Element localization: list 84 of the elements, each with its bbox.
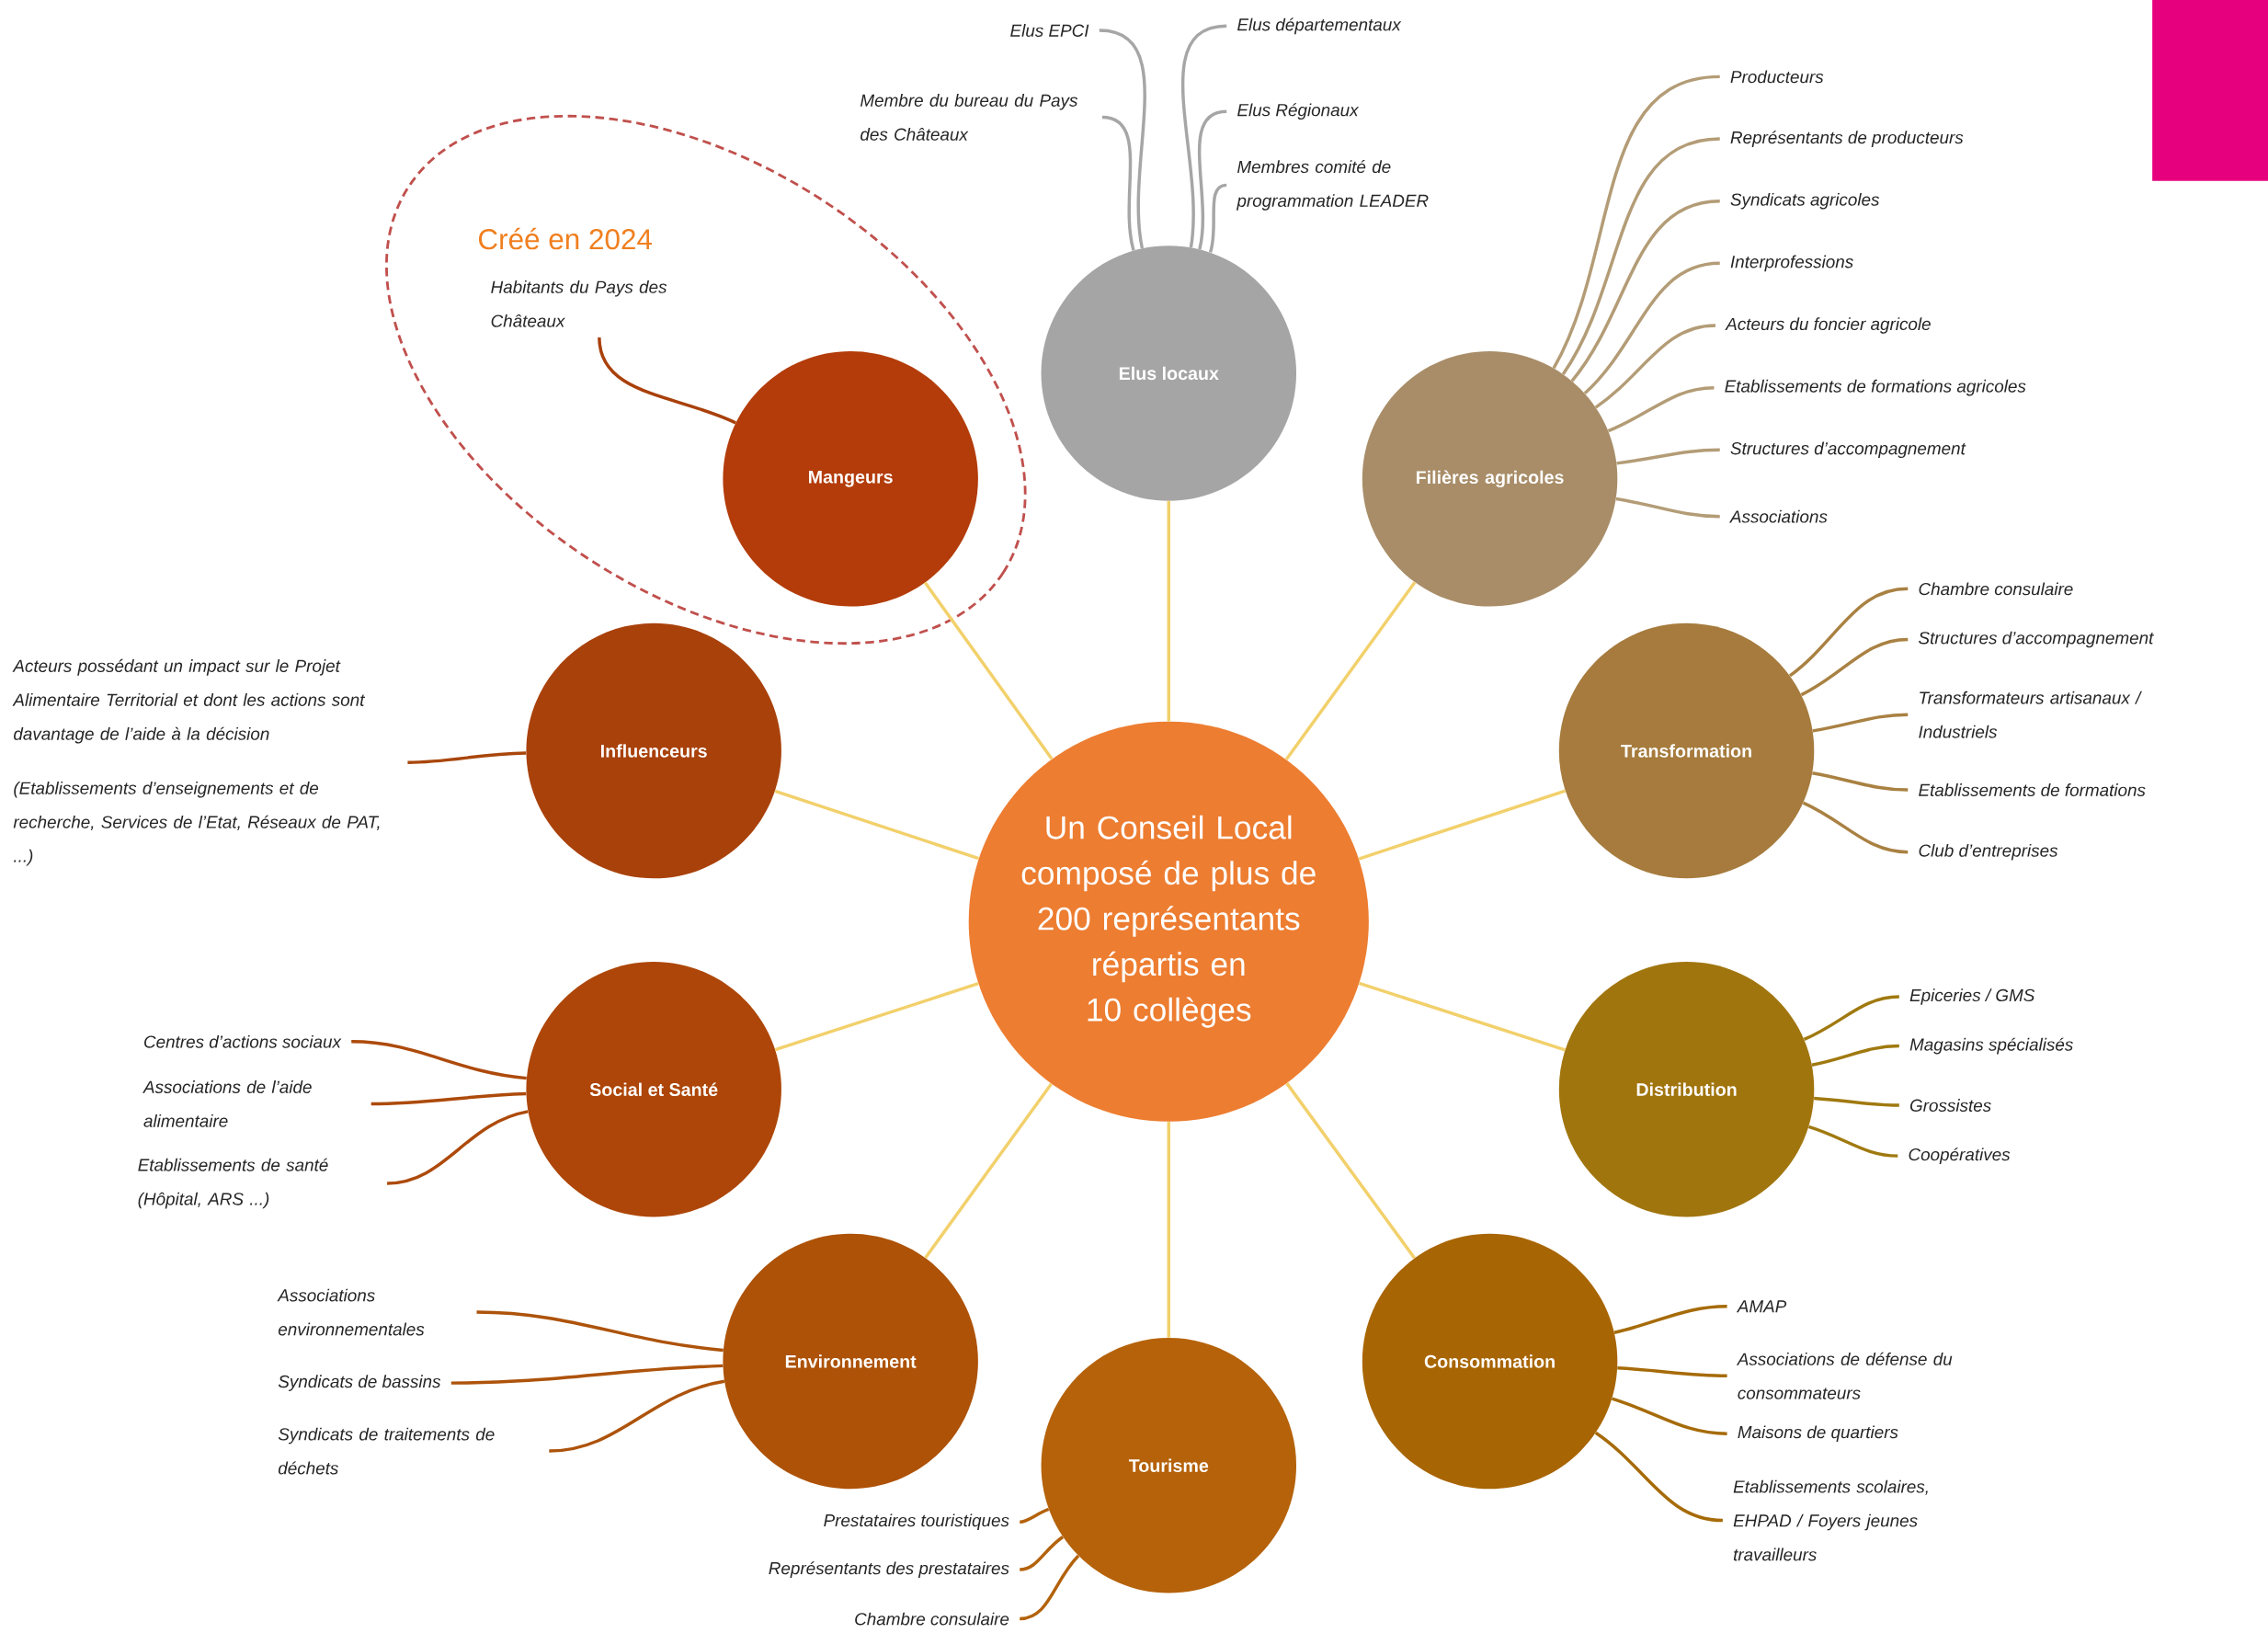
branch-label: Maisons de quartiers [1738,1425,1898,1442]
branch-line [1812,713,1909,733]
branch-label: Coopératives [1909,1148,2011,1164]
branch-label: Structures d’accompagnement [1919,631,2154,648]
branch-line [1807,1125,1898,1158]
branch-line [1611,1397,1727,1435]
branch-line [1788,587,1909,678]
branch-line [1812,771,1909,792]
branch-line [1613,1304,1727,1334]
spoke-line [924,1082,1053,1259]
branch-line [1101,115,1135,251]
branch-label: Associations environnementales [277,1288,425,1336]
branch-line [407,751,527,764]
branch-line [476,1310,724,1352]
branch-label: Interprofessions [1730,255,1853,271]
branch-line [1570,199,1720,383]
spoke-line [774,981,979,1052]
spoke-line [1167,1121,1170,1338]
branch-line [1615,497,1720,519]
branch-line [1594,1431,1723,1523]
branch-label: Etablissements de formations [1919,783,2146,796]
branch-line [549,1379,725,1453]
branch-line [1814,1096,1899,1107]
branch-label: Elus départementaux [1237,17,1402,35]
spoke-line [1358,789,1567,861]
branch-line [386,1110,529,1185]
spoke-line [774,789,980,861]
branch-line [1617,1365,1727,1377]
branch-line [1800,637,1909,697]
branch-line [1099,29,1146,249]
branch-label: Prestataires touristiques [824,1513,1009,1530]
branch-label: Epiceries / GMS [1909,988,2035,1005]
branch-label: Syndicats de bassins [278,1375,441,1391]
branch-line [351,1039,527,1080]
branch-line [1802,801,1909,854]
branch-label: AMAP [1736,1300,1787,1313]
branch-line [370,1091,527,1106]
branch-label: Magasins spécialisés [1909,1037,2073,1055]
branch-line [450,1364,724,1385]
branch-label: Club d’entreprises [1919,843,2058,861]
branch-line [1616,448,1720,465]
spoke-line [1284,581,1417,760]
branch-line [1583,261,1720,394]
branch-label: Structures d’accompagnement [1730,441,1966,458]
branch-label: Elus EPCI [1010,23,1089,37]
spoke-line [1358,981,1566,1052]
branch-line [1811,1044,1899,1067]
branch-label: Etablissements scolaires, EHPAD / Foyers jeunes travailleurs [1733,1479,1928,1561]
branch-line [1020,1554,1080,1621]
branch-label: Habitants du Pays des Châteaux [491,280,667,327]
branch-line [1552,74,1720,370]
spoke-line [1285,1081,1417,1260]
branch-line [1208,183,1227,253]
branch-label: Membre du bureau du Pays des Châteaux [860,93,1078,141]
branch-line [1803,995,1899,1041]
branch-label: Membres comité de programmation LEADER [1236,159,1429,211]
branch-line [1607,385,1715,433]
spoke-line [923,581,1054,760]
branch-label: Etablissements de santé (Hôpital, ARS ...) [138,1158,328,1209]
branch-line [1561,137,1720,375]
branch-label: Associations [1729,509,1828,523]
branch-label: Acteurs du foncier agricole [1725,317,1931,334]
branch-line [1197,109,1227,250]
branch-label: Syndicats agricoles [1730,192,1880,210]
branch-label: Acteurs possédant un impact sur le Projet Alimentaire Territorial et dont les actions sont davantage de l’aide à la décision (Etablissements d’enseignements et de recherche, Services de l’Etat, Réseaux de PAT, ...) [12,658,380,866]
branch-line [1594,324,1716,409]
branch-label: Associations de défense du consommateurs [1736,1352,1953,1399]
branch-label: Chambre consulaire [855,1612,1009,1626]
branch-line [598,337,736,425]
branch-label: Représentants de producteurs [1730,131,1964,147]
branch-label: Syndicats de traitements de déchets [278,1427,495,1475]
branch-label: Elus Régionaux [1237,103,1360,120]
branch-label: Centres d’actions sociaux [144,1034,342,1048]
branch-line [1180,24,1227,248]
branch-label: Producteurs [1730,70,1824,84]
branch-label: Associations de l’aide alimentaire [142,1079,312,1127]
branch-line [1020,1507,1050,1524]
branch-label: Représentants des prestataires [769,1561,1009,1578]
branch-label: Transformateurs artisanaux / Industriels [1919,691,2142,738]
branch-line [1020,1535,1065,1571]
spoke-line [1167,500,1170,722]
branch-label: Grossistes [1909,1099,1991,1112]
branch-label: Chambre consulaire [1919,582,2073,596]
branch-label: Etablissements de formations agricoles [1725,379,2026,396]
